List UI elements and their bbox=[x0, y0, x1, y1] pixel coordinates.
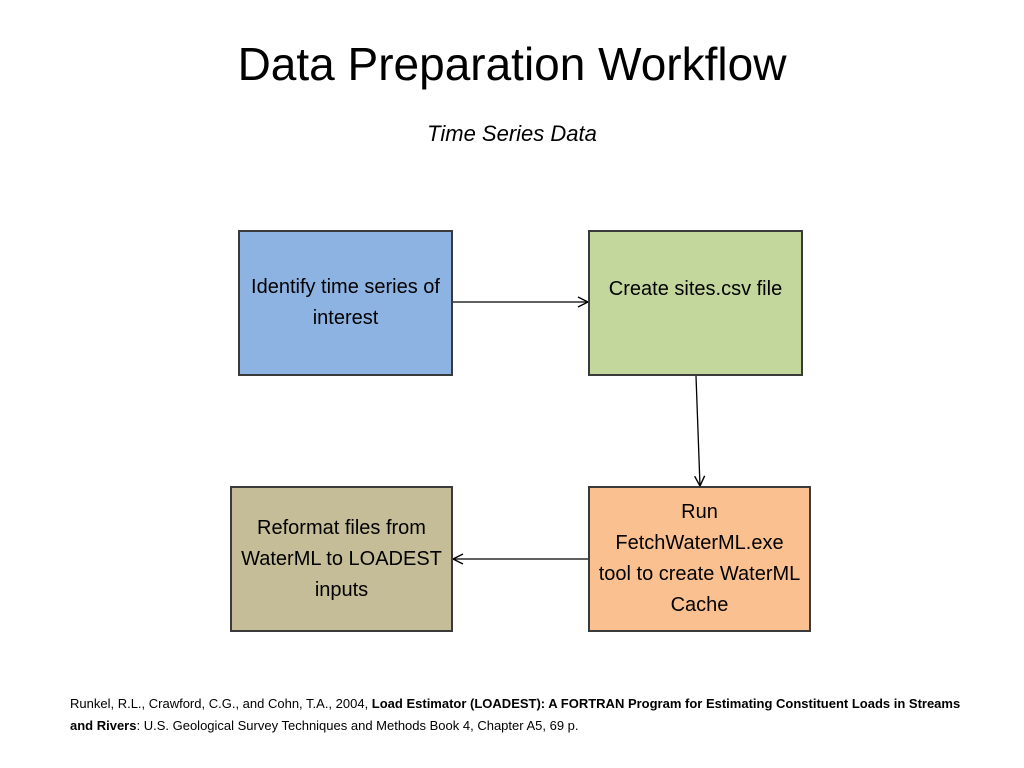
step-run-fetch-label: Run FetchWaterML.exe tool to create Wate… bbox=[598, 501, 801, 616]
step-create-sites-label: Create sites.csv file bbox=[608, 278, 783, 300]
citation-rest: : U.S. Geological Survey Techniques and … bbox=[136, 718, 579, 733]
step-reformat-label: Reformat files from WaterML to LOADEST i… bbox=[241, 516, 442, 601]
slide-subtitle: Time Series Data bbox=[427, 121, 597, 146]
step-identify-box: Identify time series of interest bbox=[238, 230, 453, 376]
arrow-create-to-run bbox=[696, 375, 700, 486]
step-create-sites-box: Create sites.csv file bbox=[588, 230, 803, 376]
step-identify-label: Identify time series of interest bbox=[251, 276, 440, 329]
step-run-fetch-box: Run FetchWaterML.exe tool to create Wate… bbox=[588, 486, 811, 632]
slide-title: Data Preparation Workflow bbox=[237, 38, 787, 90]
step-reformat-box: Reformat files from WaterML to LOADEST i… bbox=[230, 486, 453, 632]
citation-authors: Runkel, R.L., Crawford, C.G., and Cohn, … bbox=[70, 696, 372, 711]
citation: Runkel, R.L., Crawford, C.G., and Cohn, … bbox=[70, 693, 970, 737]
citation-title: Load Estimator (LOADEST): A FORTRAN Prog… bbox=[70, 696, 961, 733]
